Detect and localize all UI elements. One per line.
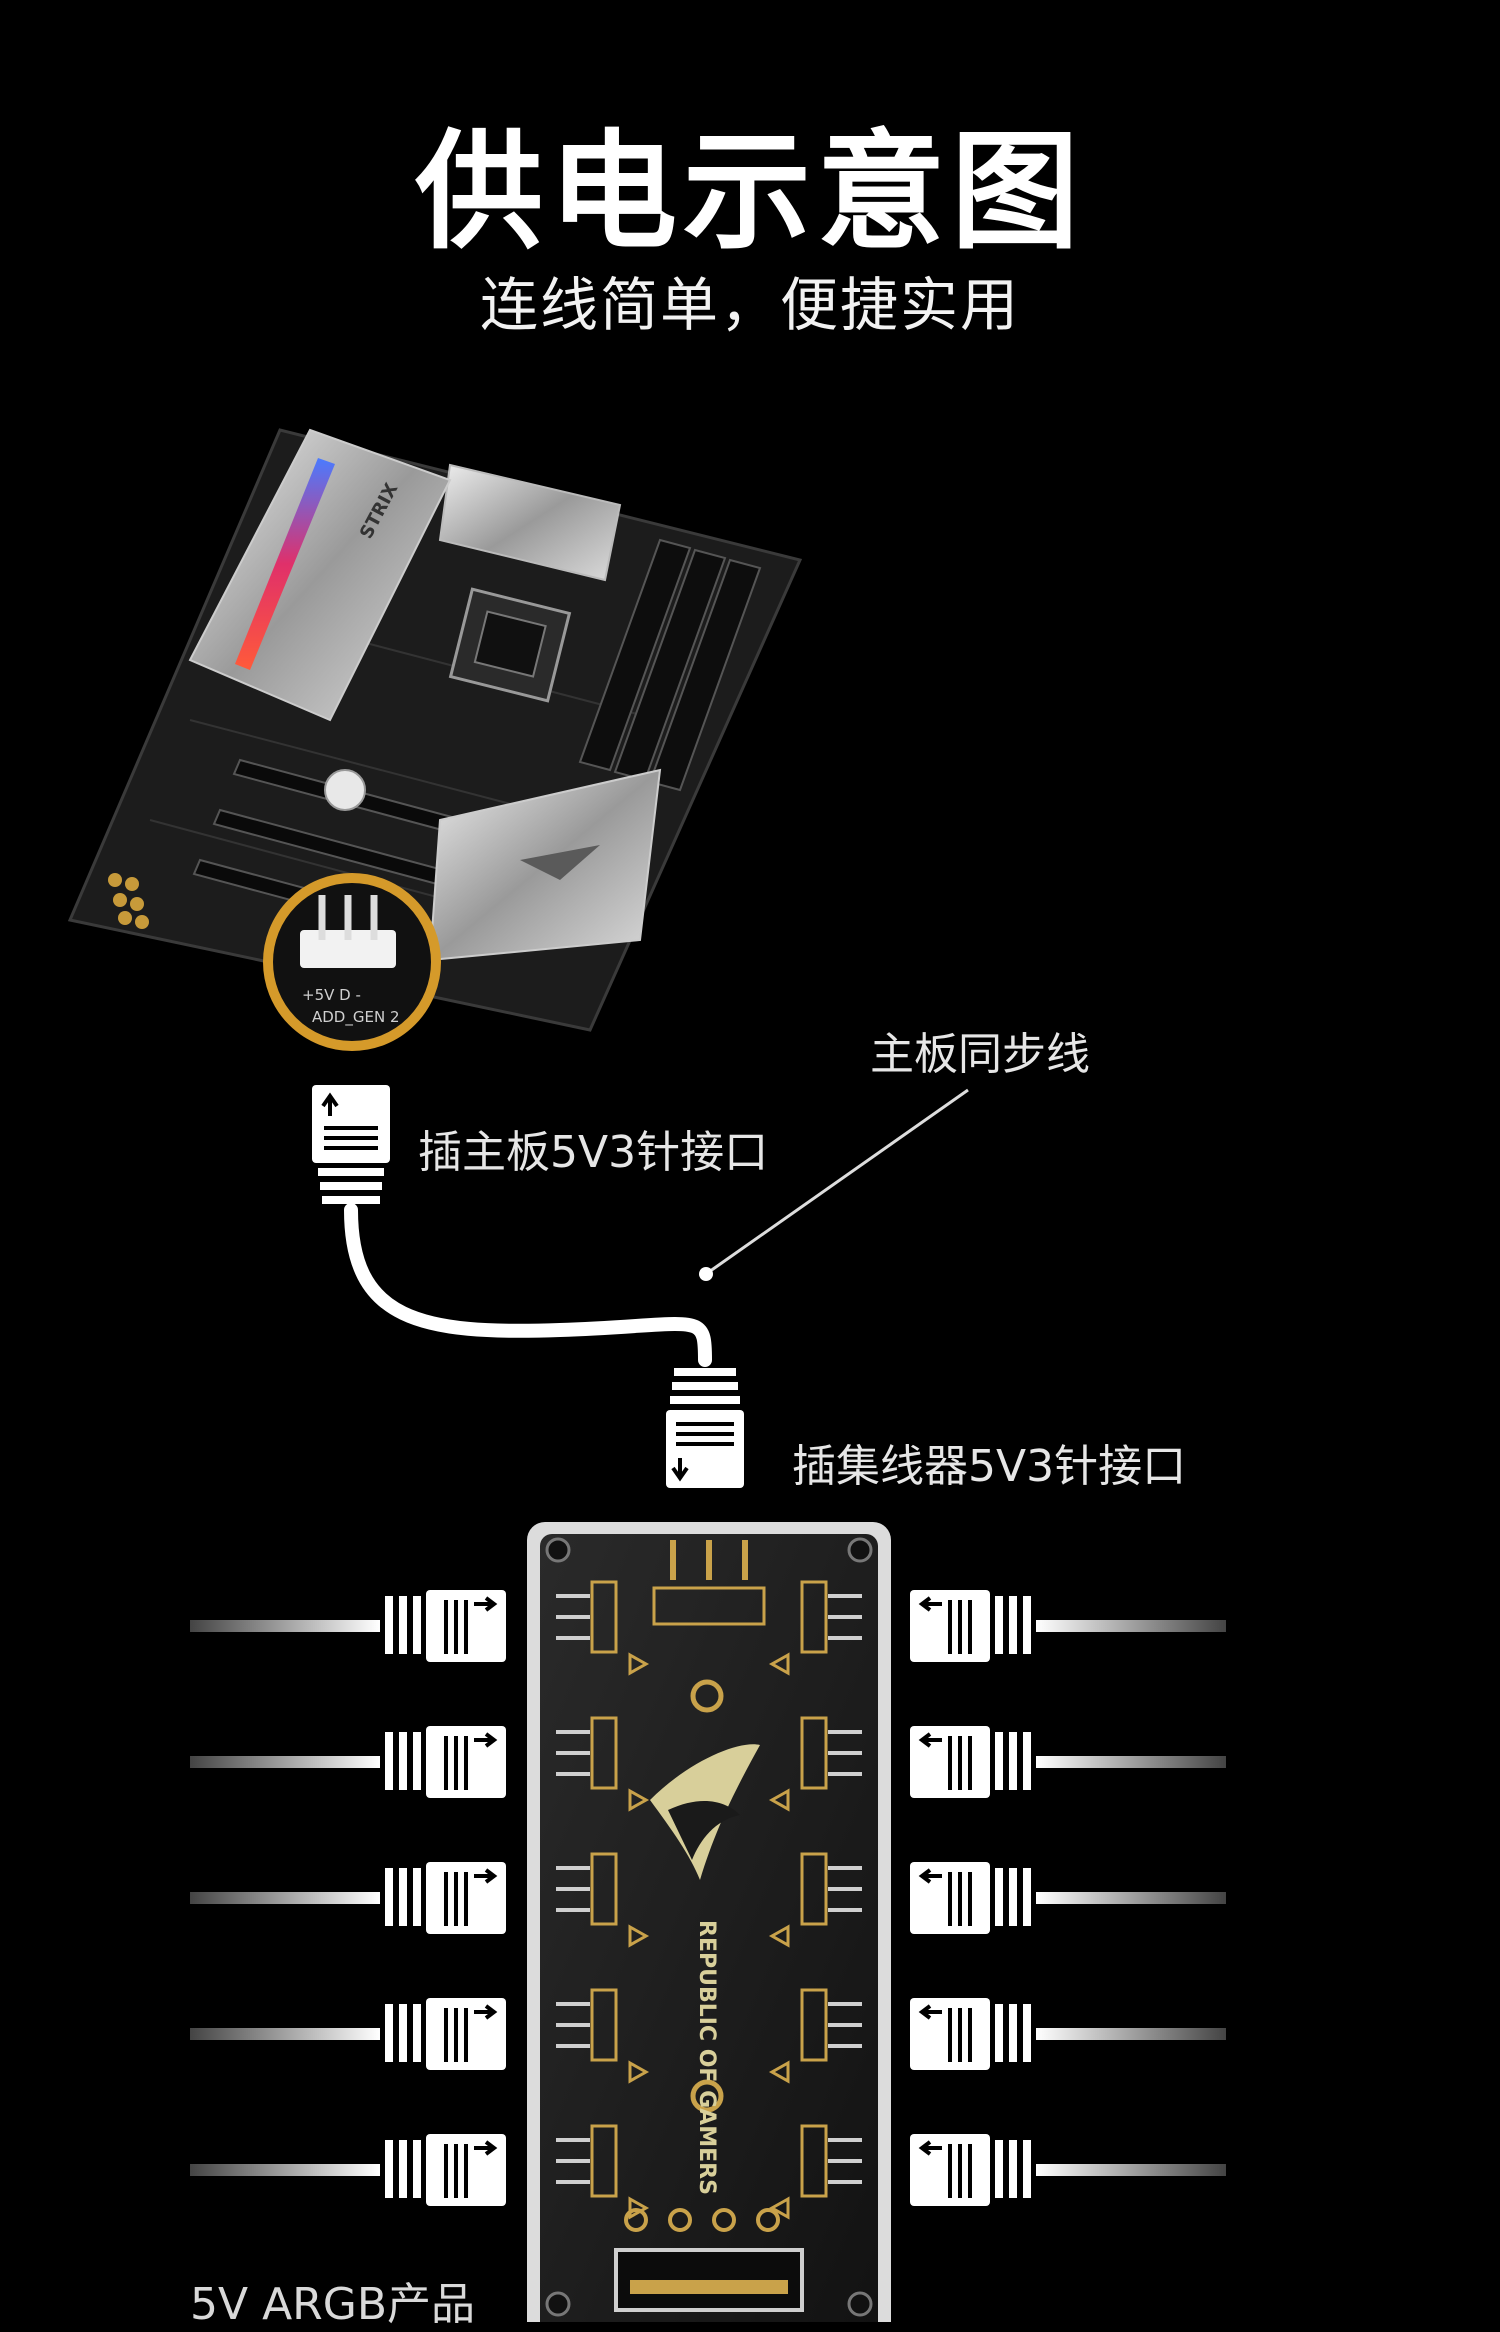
- sync-cable-label: 主板同步线: [870, 1029, 1090, 1080]
- cable-wire: [344, 1203, 712, 1367]
- hub-outputs-left: [190, 1590, 506, 2206]
- pointer-dot: [699, 1267, 713, 1281]
- hub-connector-label: 插集线器5V3针接口: [792, 1441, 1187, 1492]
- hub-pcb: [540, 1534, 878, 2322]
- hub-headers-right: [800, 1580, 828, 2198]
- mb-side-connector: [312, 1085, 390, 1204]
- hub-side-connector: [666, 1368, 744, 1488]
- argb-header: +5V D - ADD_GEN 2: [300, 895, 400, 1027]
- hub-outputs-right: [910, 1590, 1226, 2206]
- hub-headers-left: [590, 1580, 618, 2198]
- argb-hub: REPUBLIC OF GAMERS: [527, 1522, 891, 2322]
- header-name: ADD_GEN 2: [312, 1008, 400, 1027]
- argb-products-label: 5V ARGB产品: [190, 2279, 476, 2330]
- pointer-line: [705, 1088, 969, 1276]
- vrm-heatsink: [438, 463, 622, 582]
- capacitors: [108, 873, 149, 929]
- mb-connector-label: 插主板5V3针接口: [418, 1127, 769, 1178]
- rgb-strip: [235, 458, 335, 670]
- page-title: 供电示意图: [414, 118, 1085, 267]
- page-subtitle: 连线简单，便捷实用: [479, 271, 1020, 339]
- rog-logo: [650, 1744, 760, 1880]
- ram-slots: [578, 538, 762, 792]
- header-pin-label: +5V D -: [302, 986, 361, 1004]
- hub-brand-text: REPUBLIC OF GAMERS: [694, 1920, 719, 2195]
- sync-cable: [312, 1085, 969, 1488]
- motherboard-image: STRIX +5V D - ADD_GEN 2: [67, 428, 803, 1051]
- cmos-battery: [324, 769, 366, 811]
